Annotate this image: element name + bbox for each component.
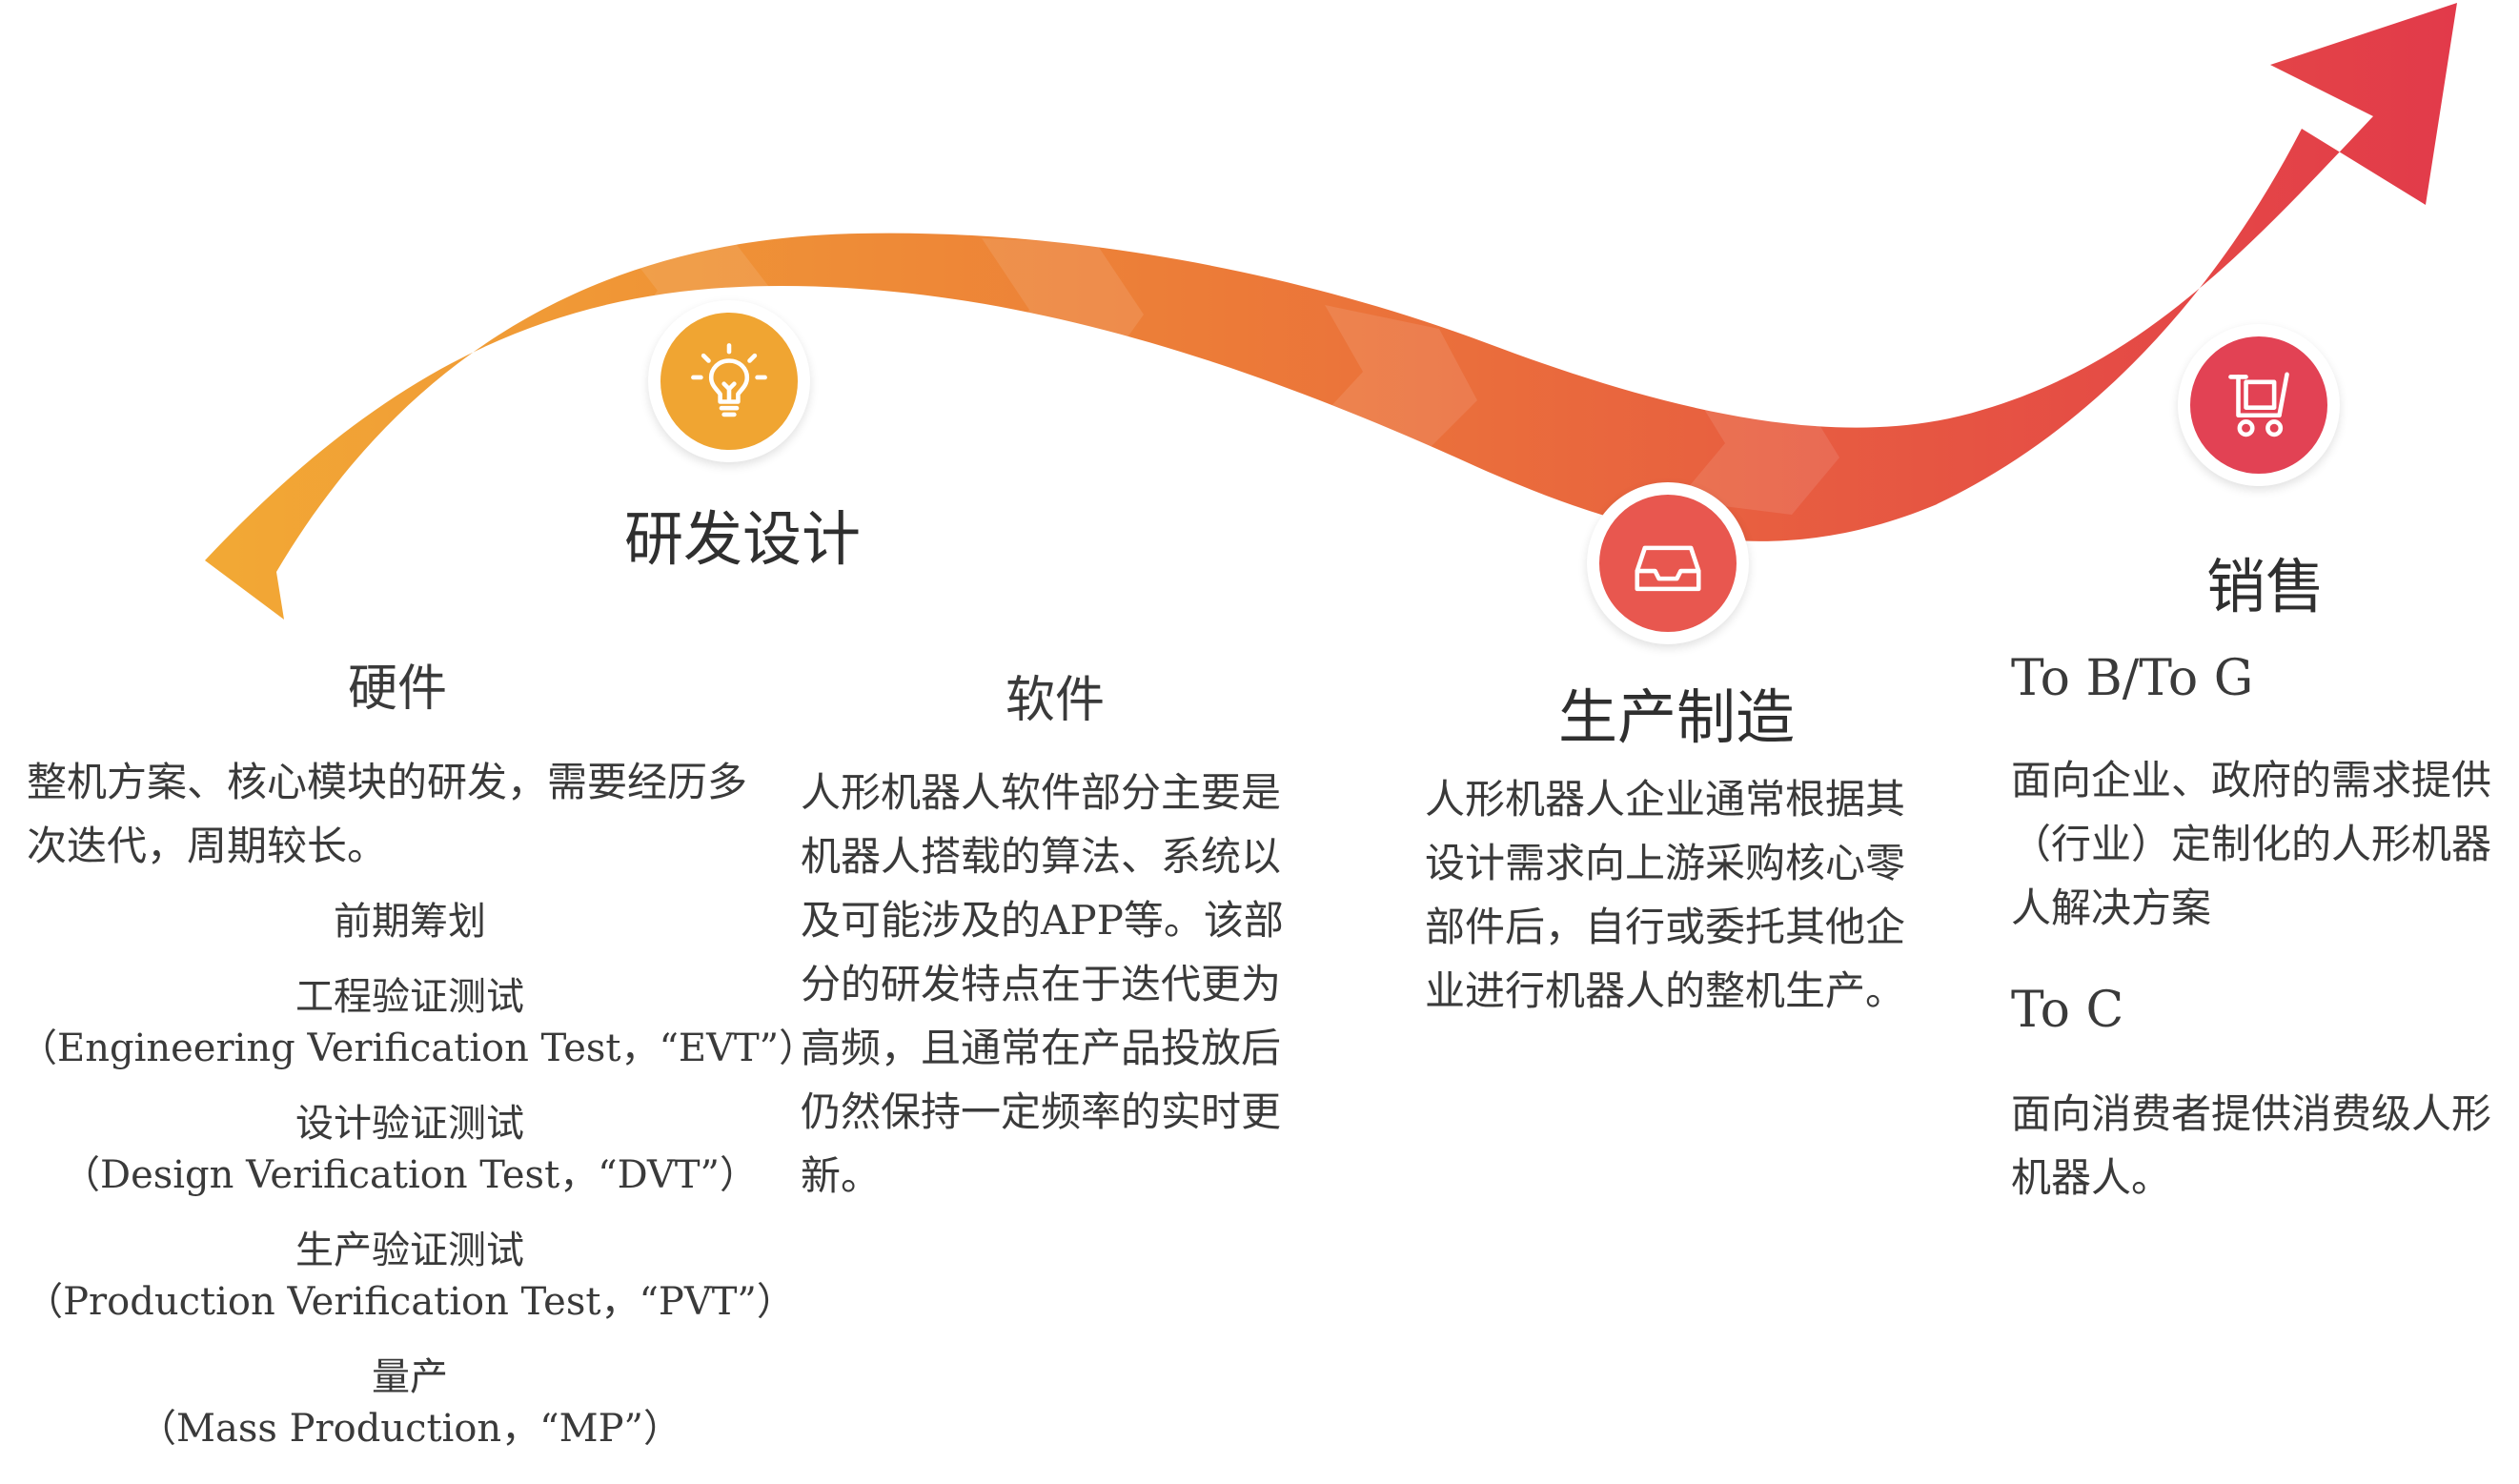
manufacturing-description: 人形机器人企业通常根据其设计需求向上游采购核心零部件后，自行或委托其他企业进行机…: [1425, 776, 1906, 1014]
process-flow-arrow: [205, 3, 2457, 620]
hardware-title: 硬件: [348, 661, 448, 718]
phase-name: 工程验证测试: [295, 975, 524, 1019]
phase-planning: 前期筹划: [19, 896, 801, 947]
phase-mp: 量产 （Mass Production，“MP”）: [19, 1352, 801, 1454]
rnd-stage-icon: [648, 300, 810, 462]
rnd-stage-title: 研发设计: [624, 504, 862, 574]
toc-description: 面向消费者提供消费级人形机器人。: [2011, 1090, 2492, 1201]
shopping-cart-icon: [2228, 372, 2289, 437]
hardware-description: 整机方案、核心模块的研发，需要经历多次迭代，周期较长。: [27, 759, 748, 869]
inbox-tray-icon: [1635, 545, 1701, 592]
lightbulb-icon: [691, 343, 767, 417]
sales-stage-title: 销售: [2206, 552, 2326, 621]
software-description: 人形机器人软件部分主要是机器人搭载的算法、系统以及可能涉及的APP等。该部分的研…: [801, 769, 1284, 1199]
phase-pvt: 生产验证测试 （Production Verification Test，“PV…: [19, 1225, 801, 1328]
tob-title: To B/To G: [2011, 650, 2254, 707]
toc-title: To C: [2011, 982, 2124, 1039]
phase-name: 前期筹划: [334, 900, 486, 944]
phase-name: 量产: [372, 1355, 448, 1399]
phase-detail: （Engineering Verification Test，“EVT”）: [19, 1027, 818, 1070]
manufacturing-stage-title: 生产制造: [1558, 682, 1796, 752]
phase-name: 生产验证测试: [295, 1229, 524, 1272]
software-title: 软件: [1006, 672, 1106, 729]
phase-detail: （Production Verification Test，“PVT”）: [25, 1280, 795, 1324]
hardware-phase-list: 前期筹划 工程验证测试 （Engineering Verification Te…: [19, 896, 818, 1478]
phase-detail: （Design Verification Test，“DVT”）: [62, 1153, 758, 1197]
manufacturing-stage-icon: [1587, 482, 1749, 644]
arrow-band: [205, 3, 2457, 620]
sales-stage-icon: [2178, 324, 2340, 486]
phase-name: 设计验证测试: [295, 1102, 524, 1146]
phase-dvt: 设计验证测试 （Design Verification Test，“DVT”）: [19, 1098, 801, 1201]
phase-detail: （Mass Production，“MP”）: [138, 1407, 681, 1451]
tob-description: 面向企业、政府的需求提供（行业）定制化的人形机器人解决方案: [2011, 757, 2492, 931]
phase-evt: 工程验证测试 （Engineering Verification Test，“E…: [19, 971, 818, 1074]
